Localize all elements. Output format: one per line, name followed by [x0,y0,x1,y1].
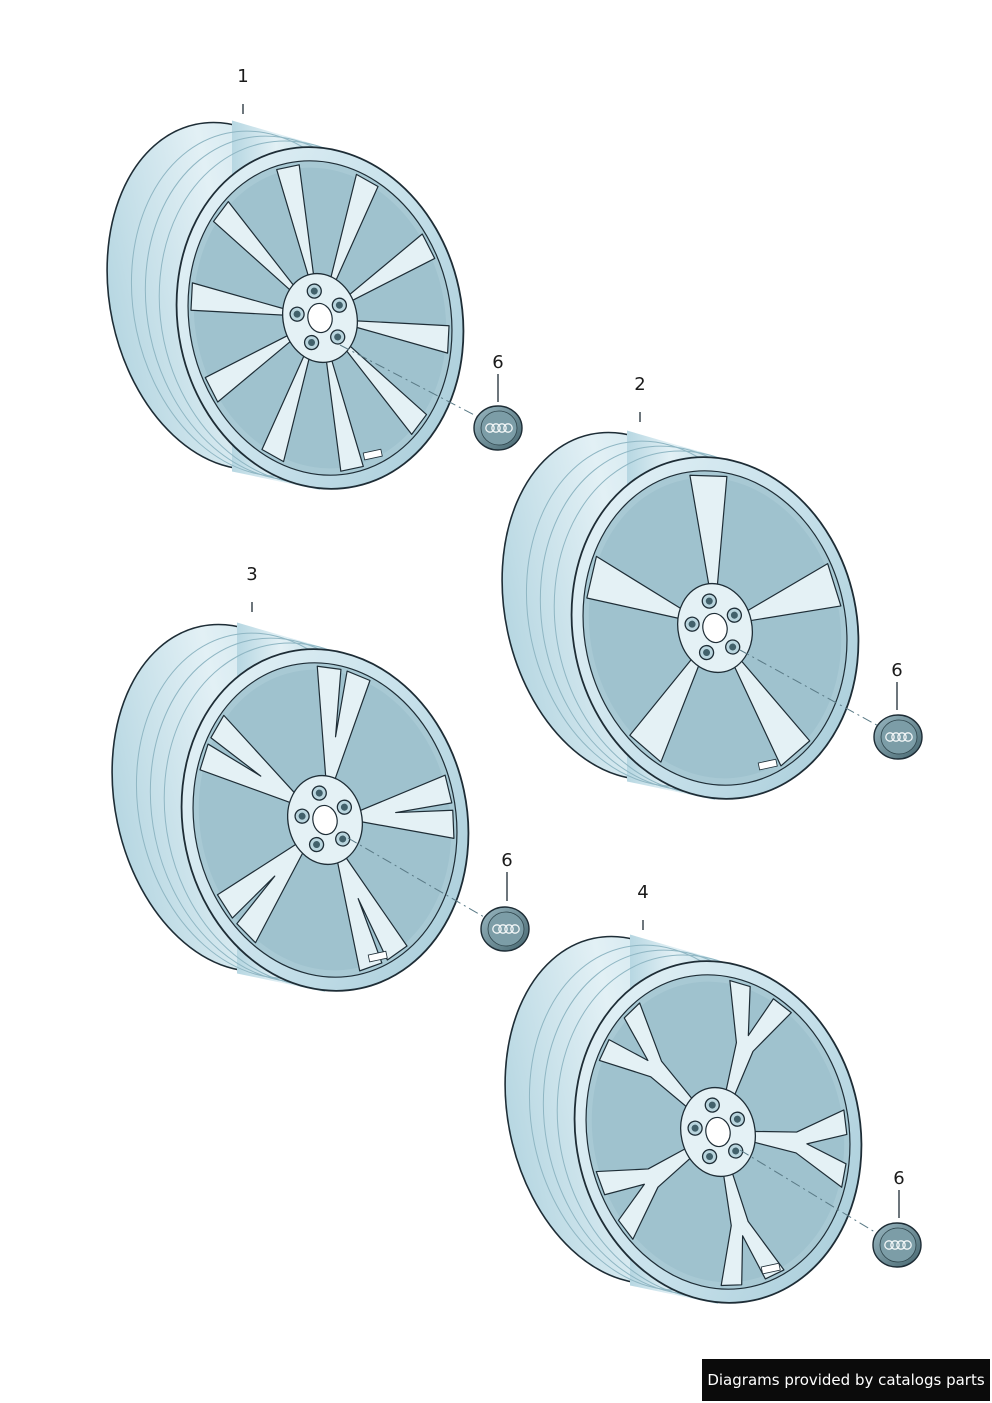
wheel-rim-1 [106,120,465,490]
callout-6: 6 [891,660,903,710]
attribution-text: Diagrams provided by catalogs parts [707,1371,985,1389]
spokes [595,979,848,1287]
wheel-rim-3 [111,622,470,992]
catalog-attribution-badge: Diagrams provided by catalogs parts [702,1359,990,1401]
svg-text:6: 6 [893,1168,904,1189]
callout-1: 1 [237,66,249,114]
svg-text:6: 6 [492,352,503,373]
svg-text:6: 6 [891,660,902,681]
wheel-rim-4 [504,934,863,1304]
callout-6: 6 [501,850,513,901]
svg-text:1: 1 [237,66,248,87]
four-rings-logo-icon [885,732,913,742]
four-rings-logo-icon [884,1240,912,1250]
wheel-rim-2 [501,430,860,800]
center-cap-2 [739,649,923,760]
four-rings-logo-icon [492,924,520,934]
spokes [199,665,455,972]
callout-3: 3 [246,564,258,612]
svg-text:4: 4 [637,882,648,903]
callout-6: 6 [492,352,504,402]
center-cap-1 [339,344,523,451]
svg-text:6: 6 [501,850,512,871]
center-cap-4 [739,1149,922,1268]
svg-text:2: 2 [634,374,645,395]
callout-4: 4 [637,882,649,930]
spokes [586,474,842,767]
svg-text:3: 3 [246,564,257,585]
four-rings-logo-icon [485,423,513,433]
center-cap-3 [347,837,530,952]
callout-2: 2 [634,374,646,422]
callout-6: 6 [893,1168,905,1218]
